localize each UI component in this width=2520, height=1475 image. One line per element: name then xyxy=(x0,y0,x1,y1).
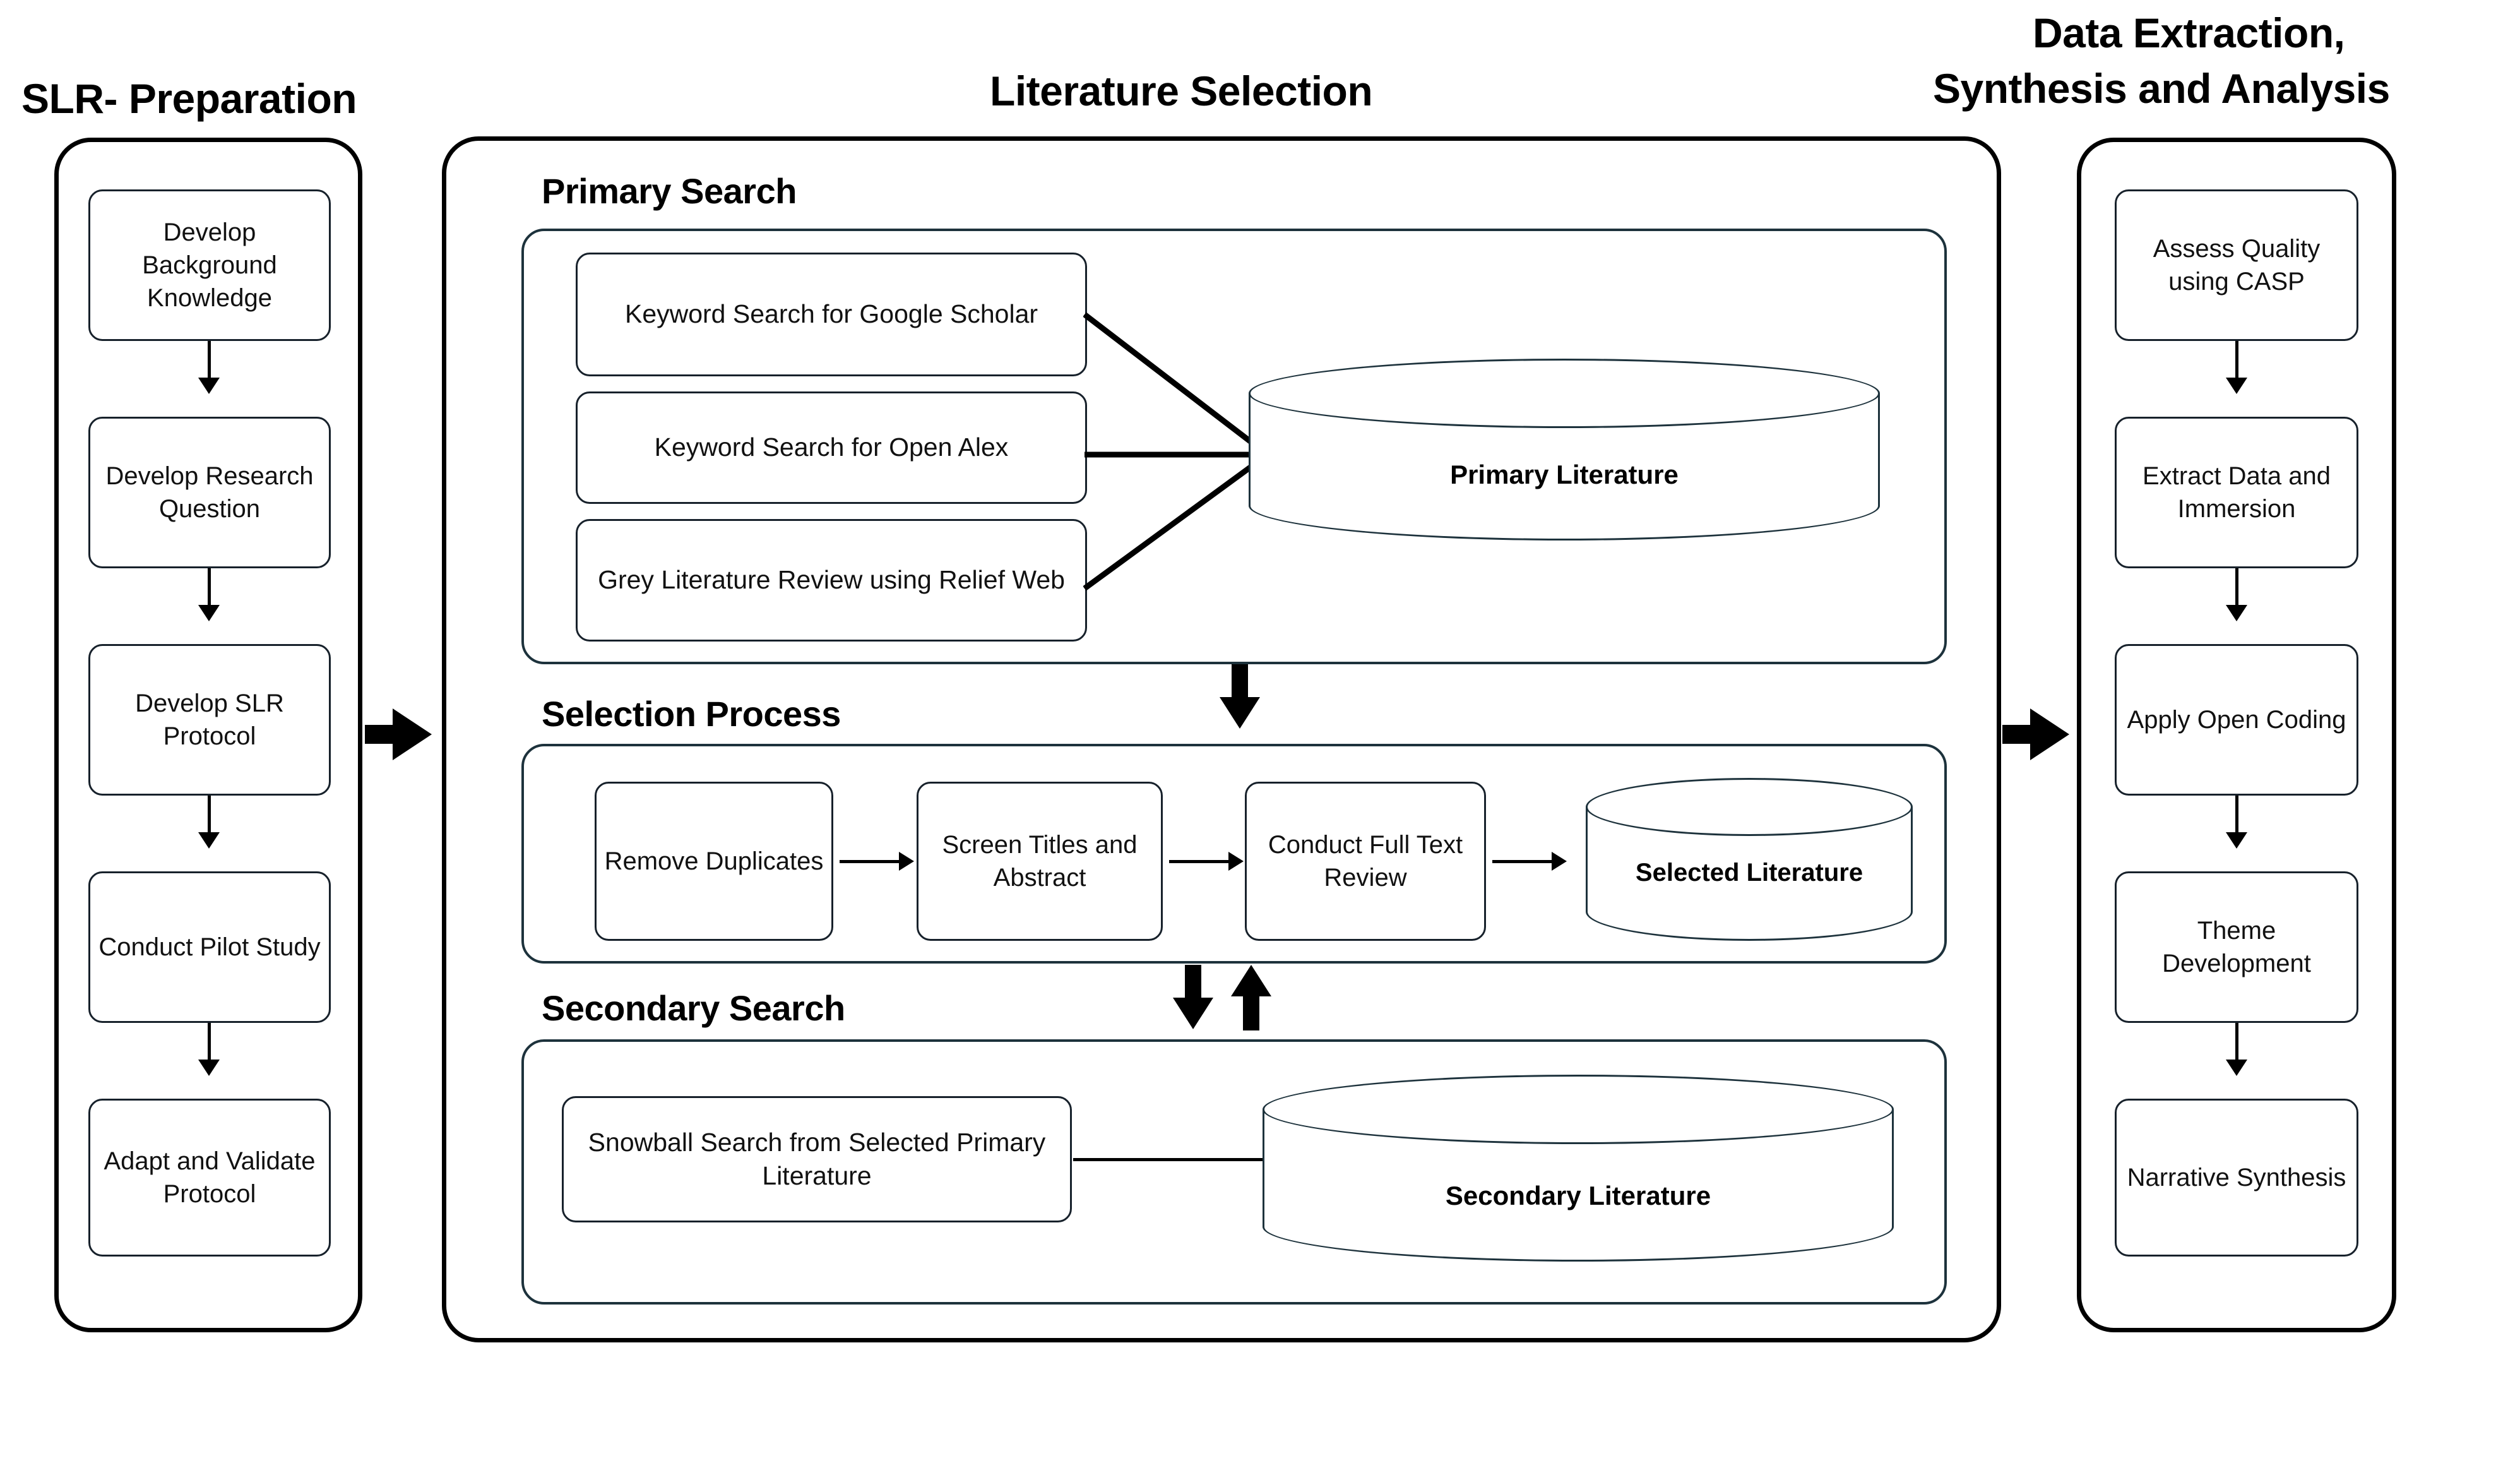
arrow-sel-2-shaft xyxy=(1169,860,1232,863)
heading-secondary-search: Secondary Search xyxy=(542,988,845,1028)
arrow-prep-2-head xyxy=(198,605,220,621)
connector-head xyxy=(1231,965,1271,996)
store-selected-literature-label: Selected Literature xyxy=(1635,859,1863,887)
connector-head xyxy=(393,708,432,760)
heading-primary-search: Primary Search xyxy=(542,171,797,211)
store-primary-literature[interactable]: Primary Literature xyxy=(1249,359,1880,542)
connector-shaft xyxy=(1232,664,1248,701)
arrow-prep-3-head xyxy=(198,832,220,849)
arrow-analysis-3-shaft xyxy=(2235,796,2238,835)
store-selected-literature[interactable]: Selected Literature xyxy=(1586,778,1913,942)
node-adapt-and-validate-protocol[interactable]: Adapt and Validate Protocol xyxy=(88,1099,331,1257)
arrow-analysis-2-shaft xyxy=(2235,568,2238,607)
node-remove-duplicates[interactable]: Remove Duplicates xyxy=(595,782,833,941)
arrow-sel-1-shaft xyxy=(840,860,903,863)
title-data-extraction-line1: Data Extraction, xyxy=(2033,9,2345,56)
connector-selection-to-analysis xyxy=(2002,708,2072,760)
node-grey-literature-review-relief-web[interactable]: Grey Literature Review using Relief Web xyxy=(576,519,1087,642)
connector-shaft xyxy=(365,725,395,744)
connector-secondary-to-selection xyxy=(1231,965,1271,1030)
arrow-sel-2-head xyxy=(1228,852,1244,871)
node-develop-background-knowledge[interactable]: Develop Background Knowledge xyxy=(88,189,331,341)
node-screen-titles-and-abstract[interactable]: Screen Titles and Abstract xyxy=(917,782,1163,941)
arrow-sel-3-shaft xyxy=(1492,860,1555,863)
connector-selection-to-secondary xyxy=(1173,965,1213,1030)
node-theme-development[interactable]: Theme Development xyxy=(2115,871,2358,1023)
panel-data-extraction-analysis xyxy=(2077,138,2396,1332)
subpanel-secondary-search xyxy=(521,1039,1947,1305)
node-conduct-full-text-review[interactable]: Conduct Full Text Review xyxy=(1245,782,1486,941)
node-assess-quality-using-casp[interactable]: Assess Quality using CASP xyxy=(2115,189,2358,341)
title-slr-preparation: SLR- Preparation xyxy=(21,75,357,122)
arrow-prep-1-shaft xyxy=(208,341,211,380)
arrow-prep-4-shaft xyxy=(208,1023,211,1062)
store-secondary-literature-label: Secondary Literature xyxy=(1445,1181,1711,1210)
connector-shaft xyxy=(1243,994,1259,1030)
arrow-prep-2-shaft xyxy=(208,568,211,607)
arrow-sel-1-head xyxy=(899,852,914,871)
store-secondary-literature[interactable]: Secondary Literature xyxy=(1263,1075,1894,1264)
node-develop-slr-protocol[interactable]: Develop SLR Protocol xyxy=(88,644,331,796)
node-extract-data-and-immersion[interactable]: Extract Data and Immersion xyxy=(2115,417,2358,568)
node-narrative-synthesis[interactable]: Narrative Synthesis xyxy=(2115,1099,2358,1257)
node-conduct-pilot-study[interactable]: Conduct Pilot Study xyxy=(88,871,331,1023)
cylinder-top-ellipse xyxy=(1586,778,1913,836)
subpanel-selection-process xyxy=(521,744,1947,964)
arrow-analysis-4-head xyxy=(2226,1060,2247,1076)
arrow-analysis-4-shaft xyxy=(2235,1023,2238,1062)
node-keyword-search-open-alex[interactable]: Keyword Search for Open Alex xyxy=(576,391,1087,504)
connector-head xyxy=(1173,998,1213,1029)
connector-shaft xyxy=(1185,965,1201,1001)
arrow-prep-3-shaft xyxy=(208,796,211,835)
arrow-prep-1-head xyxy=(198,378,220,394)
store-primary-literature-label: Primary Literature xyxy=(1450,460,1679,489)
node-snowball-search[interactable]: Snowball Search from Selected Primary Li… xyxy=(562,1096,1072,1222)
connector-head xyxy=(1220,697,1260,729)
node-keyword-search-google-scholar[interactable]: Keyword Search for Google Scholar xyxy=(576,253,1087,376)
arrow-analysis-2-head xyxy=(2226,605,2247,621)
cylinder-top-ellipse xyxy=(1263,1075,1894,1144)
heading-selection-process: Selection Process xyxy=(542,694,841,734)
panel-literature-selection xyxy=(442,136,2001,1342)
connector-preparation-to-selection xyxy=(365,708,434,760)
subpanel-primary-search xyxy=(521,229,1947,664)
arrow-analysis-1-head xyxy=(2226,378,2247,394)
title-data-extraction-line2: Synthesis and Analysis xyxy=(1933,65,2390,112)
cylinder-top-ellipse xyxy=(1249,359,1880,428)
connector-shaft xyxy=(2002,725,2033,744)
node-develop-research-question[interactable]: Develop Research Question xyxy=(88,417,331,568)
connector-primary-to-selection xyxy=(1220,664,1260,730)
arrow-analysis-1-shaft xyxy=(2235,341,2238,380)
arrow-secondary-shaft xyxy=(1073,1158,1275,1161)
arrow-prep-4-head xyxy=(198,1060,220,1076)
arrow-sel-3-head xyxy=(1552,852,1567,871)
panel-slr-preparation xyxy=(54,138,362,1332)
title-literature-selection: Literature Selection xyxy=(990,68,1373,114)
arrow-analysis-3-head xyxy=(2226,832,2247,849)
connector-head xyxy=(2030,708,2069,760)
node-apply-open-coding[interactable]: Apply Open Coding xyxy=(2115,644,2358,796)
